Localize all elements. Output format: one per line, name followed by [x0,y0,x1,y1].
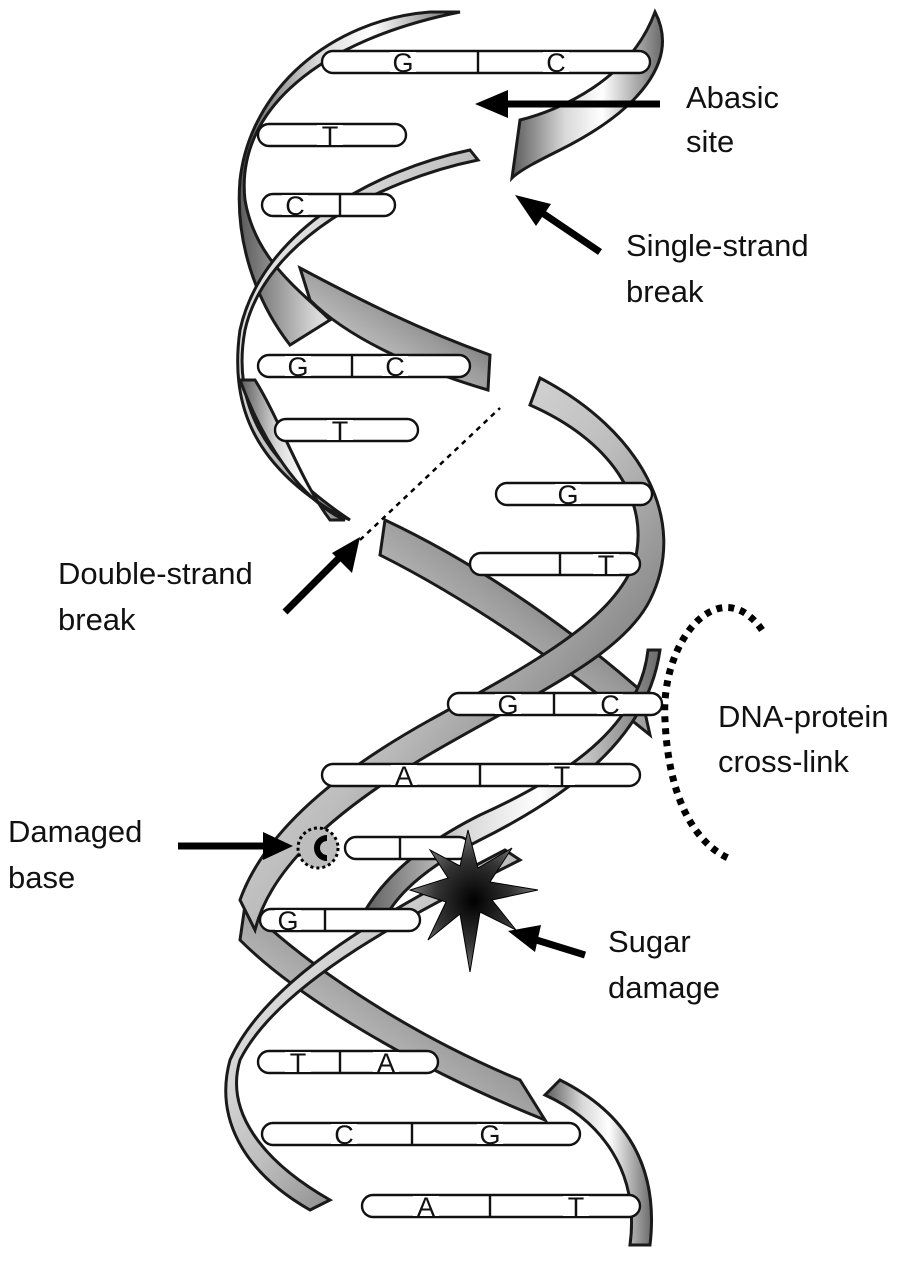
base-left: C [334,1120,354,1150]
label-damaged-base: Damaged base [8,814,142,895]
base-right: T [554,761,571,791]
base-right: C [546,48,566,78]
svg-text:DNA-protein: DNA-protein [718,699,889,734]
svg-text:site: site [686,124,734,159]
svg-text:Sugar: Sugar [608,924,691,959]
damaged-base-icon [298,828,338,868]
base-left: G [287,352,308,382]
base-right: T [568,1192,585,1222]
base-right: C [385,352,405,382]
svg-text:Single-strand: Single-strand [626,228,809,263]
base-left: T [322,121,339,151]
svg-text:base: base [8,860,75,895]
svg-text:damage: damage [608,970,720,1005]
base-left: A [417,1192,435,1222]
base-pair-rung [345,837,470,859]
base-pair-rung [322,51,650,73]
base-pair: T [470,550,640,580]
base-left: G [277,906,298,936]
base-pair-rung [362,1195,640,1217]
base-left: G [392,48,413,78]
svg-text:break: break [626,274,704,309]
base-right: G [557,480,578,510]
base-left: T [332,416,349,446]
base-pair: T [258,121,406,151]
base-left: C [285,191,305,221]
base-right: A [377,1048,395,1078]
label-dna-protein-cross-link: DNA-protein cross-link [718,699,889,779]
svg-text:Abasic: Abasic [686,80,779,115]
base-pair-rung [262,194,395,216]
base-left: G [497,690,518,720]
label-sugar-damage: Sugar damage [608,924,720,1005]
svg-text:Damaged: Damaged [8,814,142,849]
backbone-left-strand [238,12,478,520]
svg-text:cross-link: cross-link [718,744,849,779]
base-left: A [395,761,413,791]
base-pair: G [260,906,420,936]
base-pair: C [262,191,395,221]
label-double-strand-break: Double-strand break [58,556,253,637]
base-right: C [600,690,620,720]
base-pair: T [275,416,418,446]
base-right: T [598,550,615,580]
label-single-strand-break: Single-strand break [626,228,809,309]
svg-text:Double-strand: Double-strand [58,556,253,591]
svg-text:break: break [58,602,136,637]
base-pair: G [496,480,652,510]
base-pair-rung [262,1123,580,1145]
base-pair [345,837,470,859]
label-abasic-site: Abasic site [686,80,779,159]
base-right: G [479,1120,500,1150]
base-left: T [290,1048,307,1078]
